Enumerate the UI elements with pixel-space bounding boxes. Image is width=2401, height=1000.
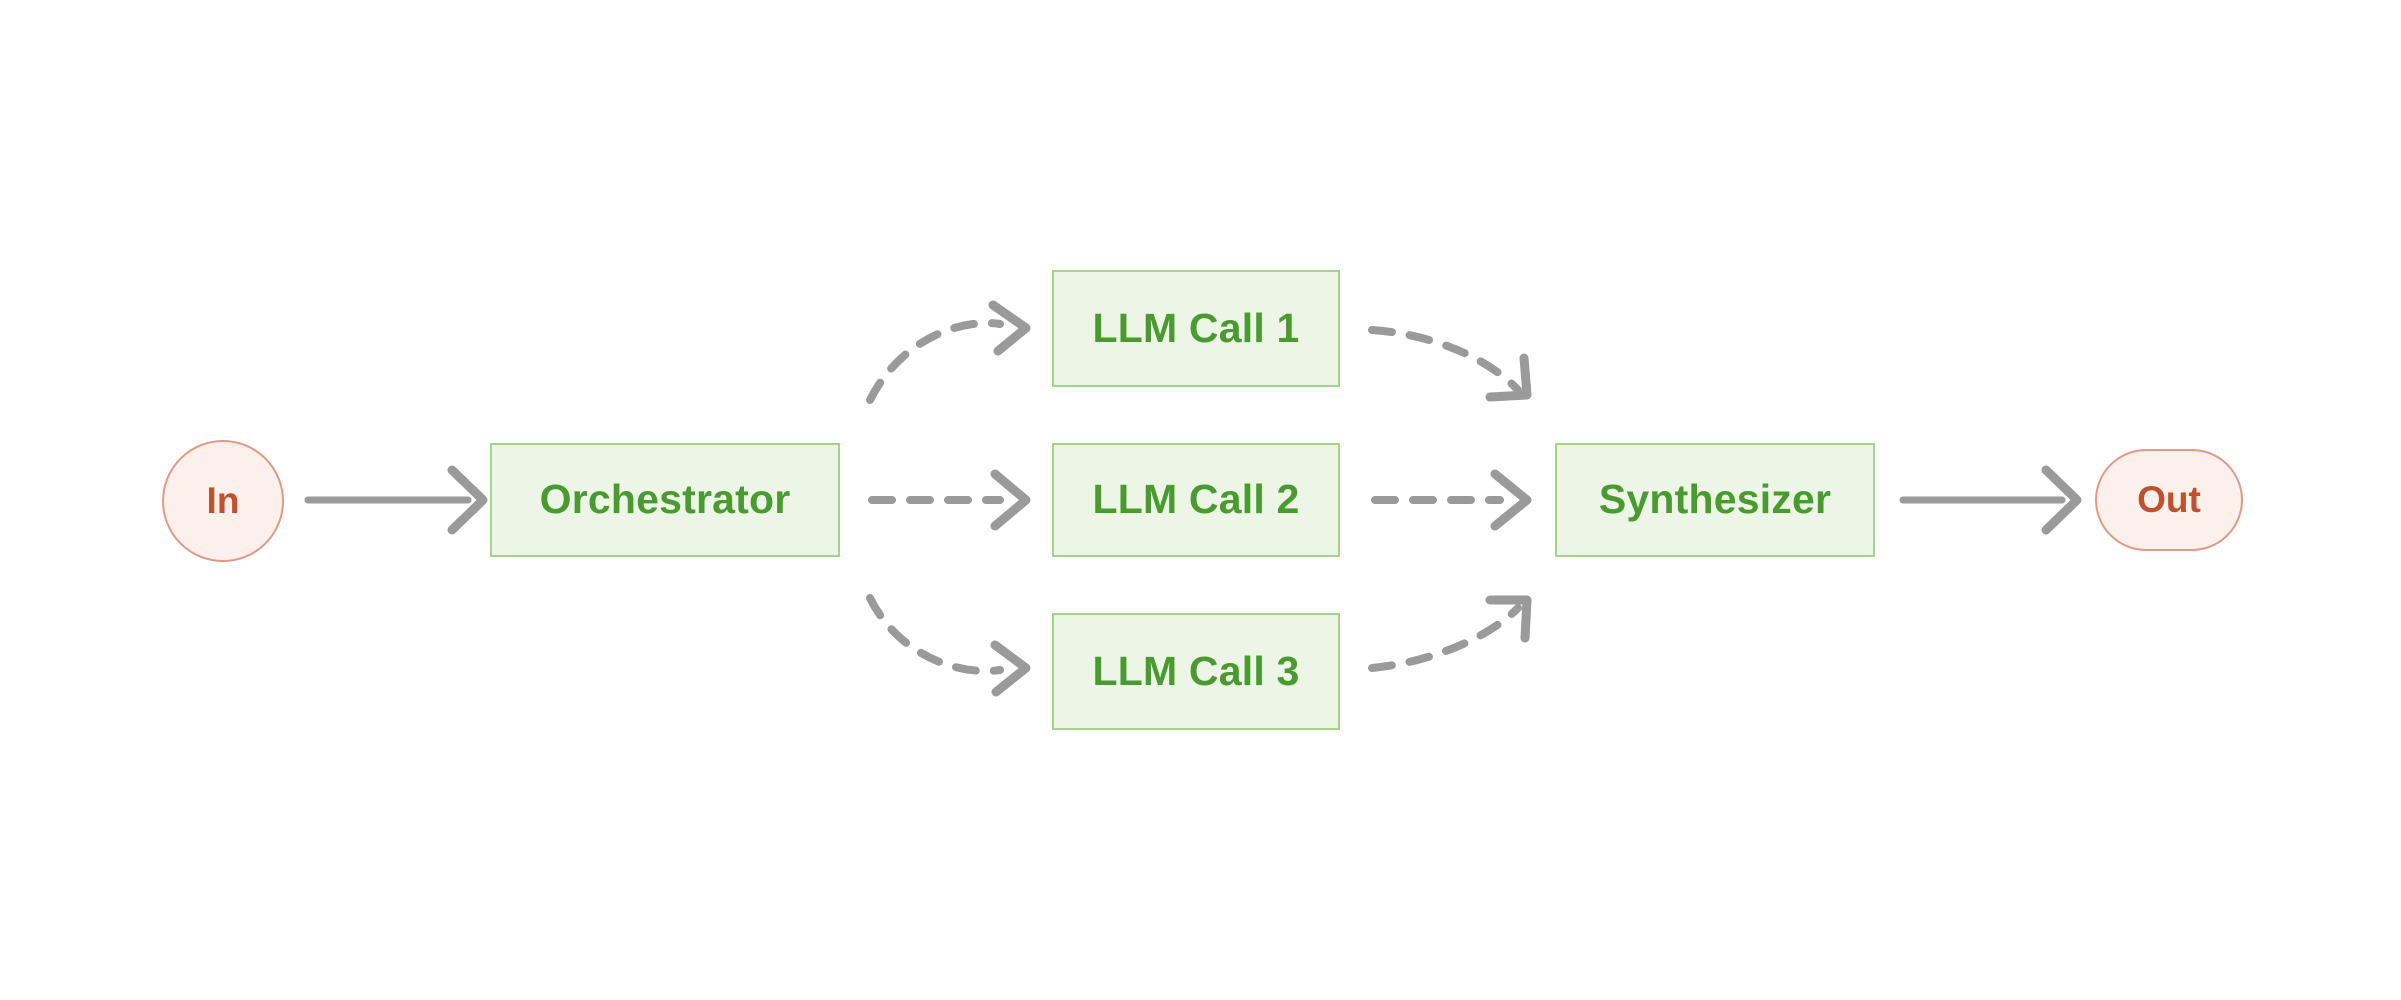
edge-orchestrator-to-llm-call-2 <box>868 469 1031 531</box>
edge-synthesizer-to-out <box>1899 465 2082 535</box>
node-out-label: Out <box>2137 478 2201 520</box>
edge-orchestrator-to-llm-call-3 <box>866 594 1031 697</box>
node-llm-call-1[interactable]: LLM Call 1 <box>1052 270 1340 387</box>
node-llm-call-3-label: LLM Call 3 <box>1092 647 1300 694</box>
node-in[interactable]: In <box>162 440 284 562</box>
node-synthesizer-label: Synthesizer <box>1598 476 1832 523</box>
edge-in-to-orchestrator <box>304 465 488 535</box>
node-in-label: In <box>206 479 240 521</box>
edge-llm-call-1-to-synthesizer <box>1368 326 1532 402</box>
edge-orchestrator-to-llm-call-1 <box>866 300 1031 404</box>
node-llm-call-2[interactable]: LLM Call 2 <box>1052 443 1340 557</box>
node-llm-call-3[interactable]: LLM Call 3 <box>1052 613 1340 730</box>
node-orchestrator[interactable]: Orchestrator <box>490 443 840 557</box>
node-llm-call-2-label: LLM Call 2 <box>1092 476 1300 523</box>
edge-llm-call-3-to-synthesizer <box>1368 595 1532 672</box>
node-llm-call-1-label: LLM Call 1 <box>1092 304 1300 351</box>
node-orchestrator-label: Orchestrator <box>539 476 791 523</box>
node-synthesizer[interactable]: Synthesizer <box>1555 443 1875 557</box>
edge-llm-call-2-to-synthesizer <box>1371 469 1532 531</box>
node-out[interactable]: Out <box>2095 449 2243 551</box>
